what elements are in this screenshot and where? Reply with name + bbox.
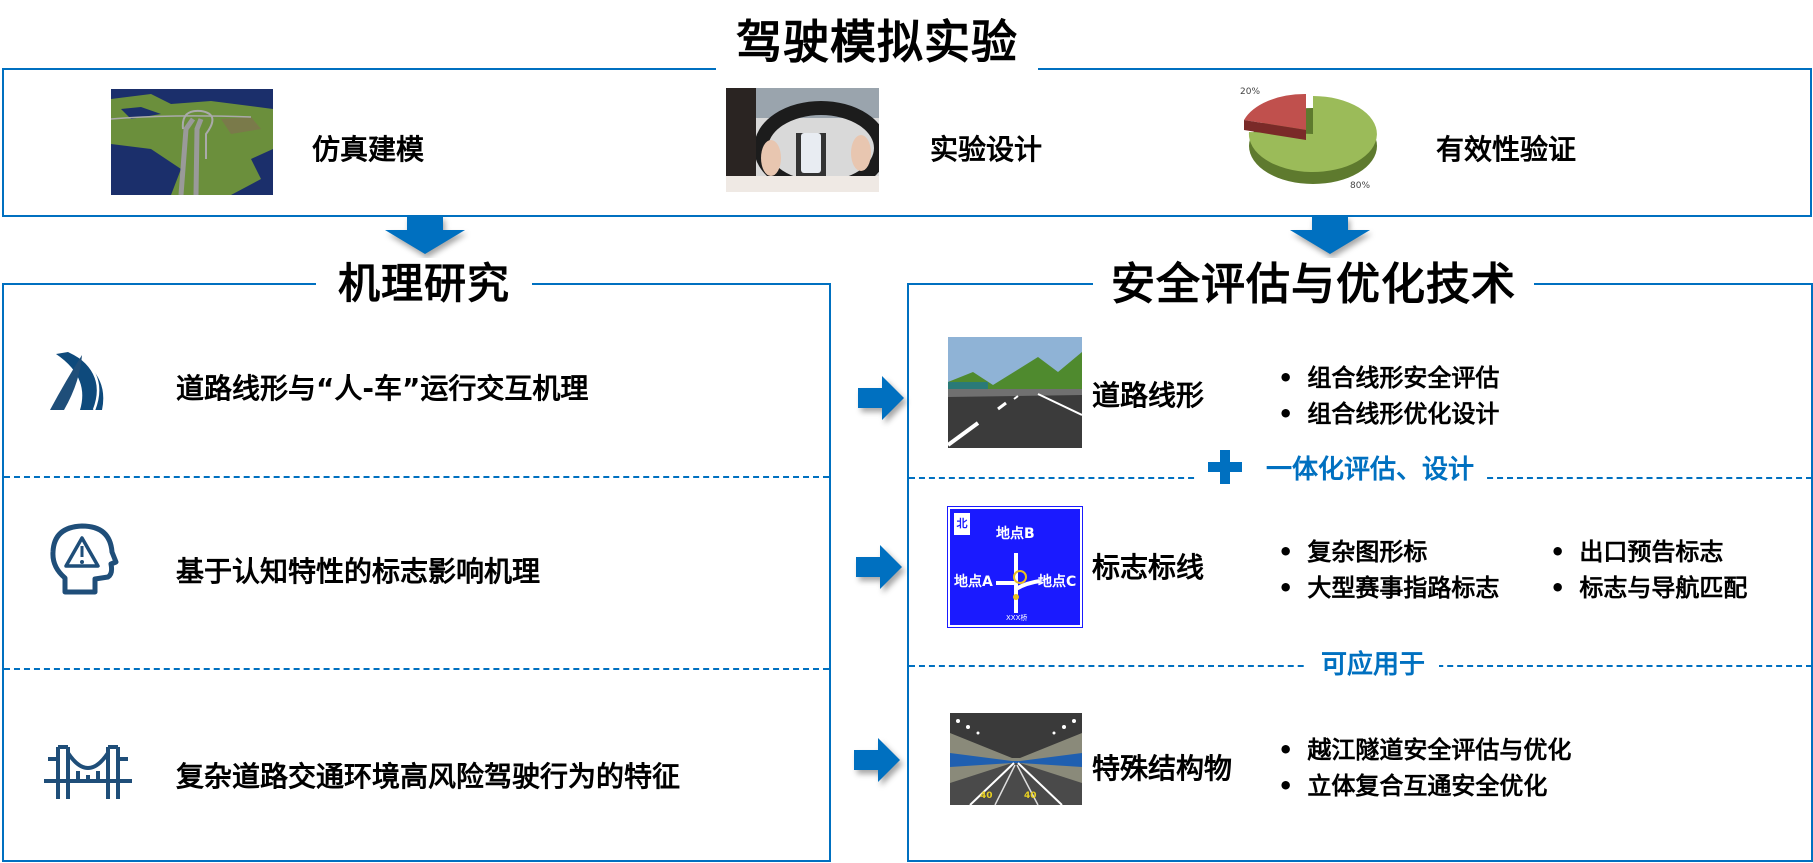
pie-slice-80 [1248,96,1377,172]
integration-label: 一体化评估、设计 [1198,447,1485,487]
pie-slice-20 [1244,93,1306,130]
guide-sign-image: 北 地点B 地点A 地点C XXX桥 [947,506,1083,628]
pie-label-20: 20% [1240,87,1260,97]
top-item-label: 有效性验证 [1436,133,1577,166]
section-label: 道路线形 [1092,379,1205,412]
bullet-item: 越江隧道安全评估与优化 [1278,730,1571,765]
divider [4,476,829,478]
right-arrow-icon [858,376,904,420]
simulation-model-image [111,89,273,195]
driver-steering-wheel-image [726,88,879,192]
integration-text: 一体化评估、设计 [1266,454,1475,485]
bullet-item: 组合线形安全评估 [1278,358,1499,393]
mechanism-title: 机理研究 [316,258,533,310]
tunnel-speed-right: 40 [1024,791,1037,801]
sign-place-b: 地点B [996,526,1035,542]
bullet-item: 大型赛事指路标志 [1278,568,1499,603]
mechanism-row-text: 复杂道路交通环境高风险驾驶行为的特征 [176,760,681,793]
bullet-item: 立体复合互通安全优化 [1278,766,1547,801]
sign-place-a: 地点A [954,574,993,590]
bullet-item: 组合线形优化设计 [1278,394,1499,429]
right-arrow-icon [854,738,900,782]
top-item-label: 仿真建模 [312,133,425,166]
top-title: 驾驶模拟实验 [716,14,1038,70]
bullet-item: 标志与导航匹配 [1550,568,1747,603]
mechanism-row-text: 基于认知特性的标志影响机理 [176,555,541,588]
down-arrow-icon [385,216,465,254]
section-label: 特殊结构物 [1092,752,1233,785]
top-item-label: 实验设计 [930,133,1043,166]
bullet-item: 复杂图形标 [1278,532,1427,567]
sign-place-c: 地点C [1038,574,1077,590]
sign-bridge-name: XXX桥 [1006,614,1028,622]
sign-junction-icon [996,553,1040,613]
sign-north: 北 [954,513,970,535]
divider [4,668,829,670]
plus-icon [1208,450,1242,484]
pie-label-80: 80% [1350,181,1370,191]
road-alignment-image [948,337,1082,448]
bullet-item: 出口预告标志 [1550,532,1723,567]
bridge-icon [44,745,132,799]
tunnel-speed-left: 40 [980,791,993,801]
safety-title: 安全评估与优化技术 [1093,258,1534,312]
section-label: 标志标线 [1092,551,1205,584]
tunnel-image: 40 40 [950,713,1082,805]
right-arrow-icon [856,545,902,589]
head-warning-icon [50,523,119,595]
down-arrow-icon [1290,216,1370,254]
validity-pie-chart: 20% 80% [1228,84,1388,192]
applicable-label: 可应用于 [1307,649,1440,681]
mechanism-row-text: 道路线形与“人-车”运行交互机理 [176,372,589,405]
road-curve-icon [50,352,104,410]
